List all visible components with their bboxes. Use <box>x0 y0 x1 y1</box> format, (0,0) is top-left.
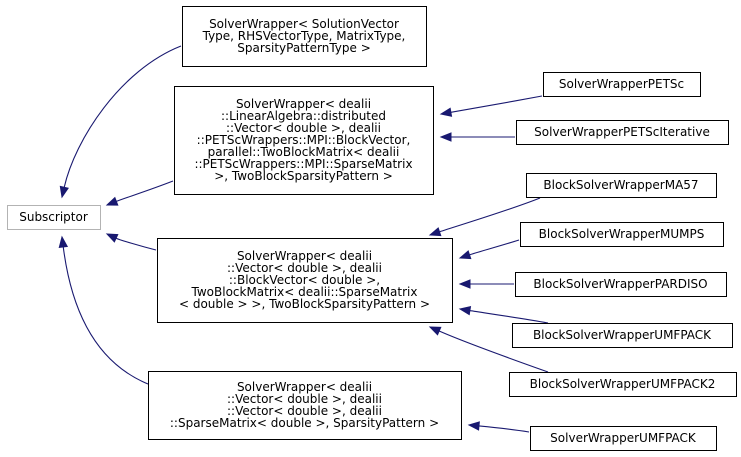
arrowhead-icon <box>58 235 69 249</box>
class-node-solver-wrapper-block[interactable]: SolverWrapper< dealii::Vector< double >,… <box>157 238 453 323</box>
class-box <box>530 426 717 451</box>
inheritance-edge-block-solver-wrapper-umfpack2-to-solver-wrapper-block <box>428 326 549 373</box>
class-name-line: parallel::TwoBlockMatrix< dealii <box>208 145 400 159</box>
edge-line <box>450 95 543 113</box>
class-name-line: Subscriptor <box>19 210 88 224</box>
class-name-line: Type, RHSVectorType, MatrixType, <box>202 29 406 43</box>
class-node-solver-wrapper-petsc-iterative[interactable]: SolverWrapperPETScIterative <box>516 120 729 145</box>
inheritance-edge-block-solver-wrapper-mumps-to-solver-wrapper-block <box>458 239 520 260</box>
class-box <box>148 371 462 440</box>
inheritance-edge-solver-wrapper-petsc-iterative-to-solver-wrapper-petsc-block <box>439 132 516 142</box>
arrowhead-icon <box>467 421 480 431</box>
edge-line <box>438 330 549 373</box>
class-name-line: TwoBlockMatrix< dealii::SparseMatrix <box>191 285 418 299</box>
class-node-block-solver-wrapper-umfpack2[interactable]: BlockSolverWrapperUMFPACK2 <box>509 372 737 397</box>
edges-layer <box>58 45 549 433</box>
class-node-subscriptor[interactable]: Subscriptor <box>7 205 101 230</box>
class-node-block-solver-wrapper-ma57[interactable]: BlockSolverWrapperMA57 <box>526 173 717 198</box>
class-name-line: BlockSolverWrapperPARDISO <box>533 277 707 291</box>
class-name-line: ::LinearAlgebra::distributed <box>221 109 386 123</box>
arrowhead-icon <box>428 227 442 237</box>
class-box <box>515 272 727 297</box>
edge-line <box>478 425 530 433</box>
arrowhead-icon <box>105 196 119 206</box>
arrowhead-icon <box>428 326 442 336</box>
inheritance-edge-block-solver-wrapper-ma57-to-solver-wrapper-block <box>428 197 541 237</box>
inheritance-edge-solver-wrapper-umfpack-to-solver-wrapper-sparse <box>467 421 530 433</box>
edge-line <box>469 310 549 324</box>
class-name-line: BlockSolverWrapperUMFPACK2 <box>530 377 716 391</box>
class-name-line: ::PETScWrappers::MPI::BlockVector, <box>197 133 411 147</box>
class-name-line: BlockSolverWrapperUMFPACK <box>533 328 712 342</box>
class-box <box>7 205 101 230</box>
class-name-line: BlockSolverWrapperMUMPS <box>539 227 705 241</box>
class-box <box>509 372 737 397</box>
class-name-line: SolverWrapper< SolutionVector <box>209 17 399 31</box>
class-box <box>520 222 724 247</box>
class-box <box>174 86 434 195</box>
inheritance-edge-solver-wrapper-petsc-to-solver-wrapper-petsc-block <box>439 95 543 117</box>
class-name-line: >, TwoBlockSparsityPattern > <box>214 169 393 183</box>
edge-line <box>62 246 149 385</box>
inheritance-edge-block-solver-wrapper-pardiso-to-solver-wrapper-block <box>458 279 514 289</box>
inheritance-edge-solver-wrapper-sparse-to-subscriptor <box>58 235 149 385</box>
class-name-line: SolverWrapperPETScIterative <box>534 125 710 139</box>
inheritance-edge-solver-wrapper-block-to-subscriptor <box>105 233 157 251</box>
class-box <box>182 6 427 67</box>
inheritance-edge-block-solver-wrapper-umfpack-to-solver-wrapper-block <box>458 305 549 324</box>
class-box <box>516 120 729 145</box>
class-name-line: SolverWrapperUMFPACK <box>550 431 697 445</box>
class-name-line: ::Vector< double >, dealii <box>226 121 381 135</box>
class-name-line: SolverWrapperPETSc <box>559 77 684 91</box>
class-name-line: SparsityPatternType > <box>237 41 371 55</box>
class-name-line: ::SparseMatrix< double >, SparsityPatter… <box>170 416 439 430</box>
class-node-solver-wrapper-petsc-block[interactable]: SolverWrapper< dealii::LinearAlgebra::di… <box>174 86 434 195</box>
class-box <box>157 238 453 323</box>
class-name-line: ::Vector< double >, dealii <box>227 261 382 275</box>
edge-line <box>63 45 182 188</box>
edge-line <box>469 239 520 256</box>
class-node-solver-wrapper-sparse[interactable]: SolverWrapper< dealii::Vector< double >,… <box>148 371 462 440</box>
class-name-line: ::BlockVector< double >, <box>229 273 380 287</box>
class-node-solver-wrapper-umfpack[interactable]: SolverWrapperUMFPACK <box>530 426 717 451</box>
arrowhead-icon <box>59 185 69 199</box>
arrowhead-icon <box>439 132 452 142</box>
edge-line <box>116 180 174 202</box>
class-name-line: ::Vector< double >, dealii <box>227 404 382 418</box>
inheritance-edge-solver-wrapper-petsc-block-to-subscriptor <box>105 180 174 206</box>
arrowhead-icon <box>458 250 472 260</box>
class-node-block-solver-wrapper-mumps[interactable]: BlockSolverWrapperMUMPS <box>520 222 724 247</box>
arrowhead-icon <box>458 305 472 316</box>
class-node-solver-wrapper-petsc[interactable]: SolverWrapperPETSc <box>543 72 701 97</box>
class-name-line: ::Vector< double >, dealii <box>227 392 382 406</box>
class-name-line: SolverWrapper< dealii <box>236 97 371 111</box>
inheritance-edge-solver-wrapper-generic-to-subscriptor <box>59 45 182 199</box>
class-box <box>543 72 701 97</box>
edge-line <box>439 197 541 233</box>
class-node-block-solver-wrapper-umfpack[interactable]: BlockSolverWrapperUMFPACK <box>512 323 733 348</box>
arrowhead-icon <box>105 233 119 243</box>
class-name-line: < double > >, TwoBlockSparsityPattern > <box>179 297 430 311</box>
class-name-line: SolverWrapper< dealii <box>237 249 372 263</box>
class-node-block-solver-wrapper-pardiso[interactable]: BlockSolverWrapperPARDISO <box>515 272 727 297</box>
edge-line <box>115 237 157 251</box>
class-box <box>512 323 733 348</box>
nodes-layer: Subscriptor SolverWrapper< SolutionVector… <box>7 6 737 451</box>
arrowhead-icon <box>458 279 471 289</box>
class-name-line: ::PETScWrappers::MPI::SparseMatrix <box>194 157 412 171</box>
class-name-line: BlockSolverWrapperMA57 <box>543 178 698 192</box>
class-name-line: SolverWrapper< dealii <box>237 380 372 394</box>
arrowhead-icon <box>439 107 453 117</box>
class-box <box>526 173 717 198</box>
